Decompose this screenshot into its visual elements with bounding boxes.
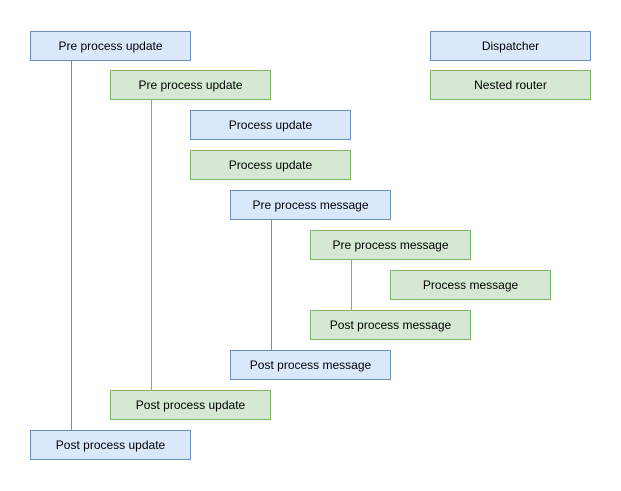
node-post-process-message-outer: Post process message xyxy=(230,350,391,380)
node-label: Process message xyxy=(422,278,519,292)
node-label: Pre process update xyxy=(58,39,163,53)
node-pre-process-update-outer: Pre process update xyxy=(30,31,191,61)
node-label: Post process message xyxy=(329,318,452,332)
node-process-update-outer: Process update xyxy=(190,110,351,140)
connector-update-outer-line xyxy=(71,60,72,430)
node-label: Process update xyxy=(228,158,313,172)
node-label: Post process update xyxy=(135,398,246,412)
node-label: Pre process message xyxy=(332,238,449,252)
node-label: Dispatcher xyxy=(481,39,540,53)
node-label: Post process update xyxy=(55,438,166,452)
node-post-process-update-inner: Post process update xyxy=(110,390,271,420)
node-dispatcher: Dispatcher xyxy=(430,31,591,61)
node-process-update-inner: Process update xyxy=(190,150,351,180)
connector-message-outer-line xyxy=(271,220,272,350)
node-label: Pre process update xyxy=(138,78,243,92)
node-label: Post process message xyxy=(249,358,372,372)
connector-message-inner-line xyxy=(351,260,352,310)
node-post-process-update-outer: Post process update xyxy=(30,430,191,460)
node-post-process-message-inner: Post process message xyxy=(310,310,471,340)
connector-update-inner-line xyxy=(151,100,152,390)
node-pre-process-message-outer: Pre process message xyxy=(230,190,391,220)
node-label: Nested router xyxy=(474,78,547,92)
node-nested-router: Nested router xyxy=(430,70,591,100)
node-pre-process-update-inner: Pre process update xyxy=(110,70,271,100)
node-label: Pre process message xyxy=(252,198,369,212)
node-label: Process update xyxy=(228,118,313,132)
node-process-message: Process message xyxy=(390,270,551,300)
node-pre-process-message-inner: Pre process message xyxy=(310,230,471,260)
